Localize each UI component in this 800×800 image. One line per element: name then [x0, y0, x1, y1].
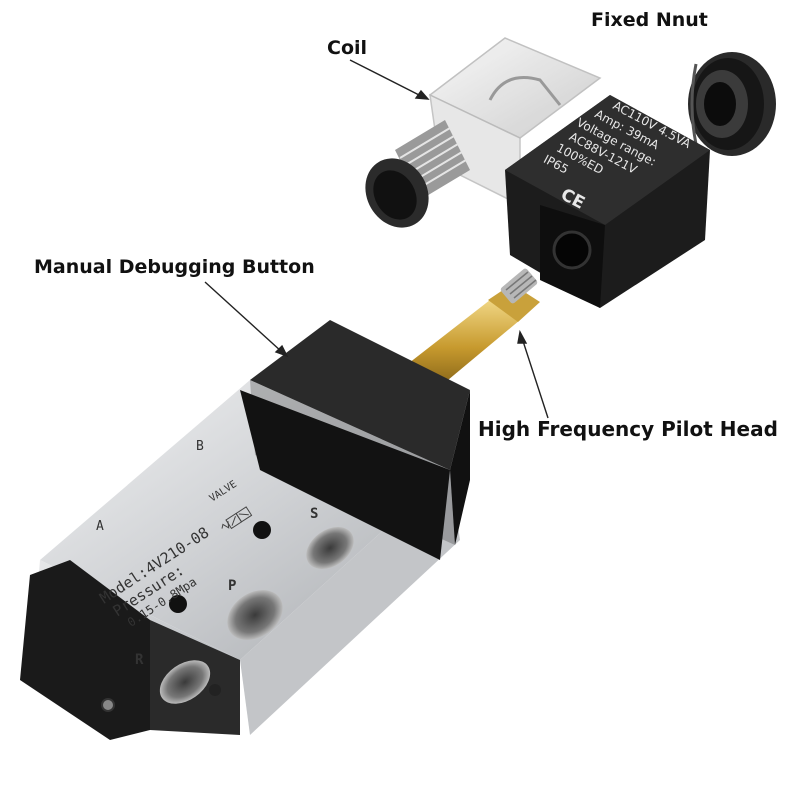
button-arrowhead: [274, 344, 289, 358]
valve-symbol-icon: [221, 506, 253, 530]
port-a-label: A: [96, 519, 104, 534]
coil-label: Coil: [327, 37, 368, 59]
leader-lines: [204, 59, 549, 419]
pilot-head-label: High Frequency Pilot Head: [478, 417, 778, 441]
port-p-label: P: [228, 578, 236, 594]
valve-body: [20, 320, 470, 740]
port-r-label: R: [135, 652, 144, 668]
coil: [365, 37, 710, 308]
manual-button-label: Manual Debugging Button: [34, 256, 315, 278]
coil-leader: [349, 59, 424, 98]
fixed-nut: [688, 52, 776, 156]
pilot-arrowhead: [517, 329, 528, 344]
port-b-label: B: [196, 439, 204, 454]
port-s-label: S: [310, 506, 318, 522]
coil-arrowhead: [414, 89, 430, 100]
pilot-leader: [521, 337, 549, 419]
button-leader: [204, 281, 283, 353]
fixed-nut-label: Fixed Nnut: [591, 9, 708, 31]
